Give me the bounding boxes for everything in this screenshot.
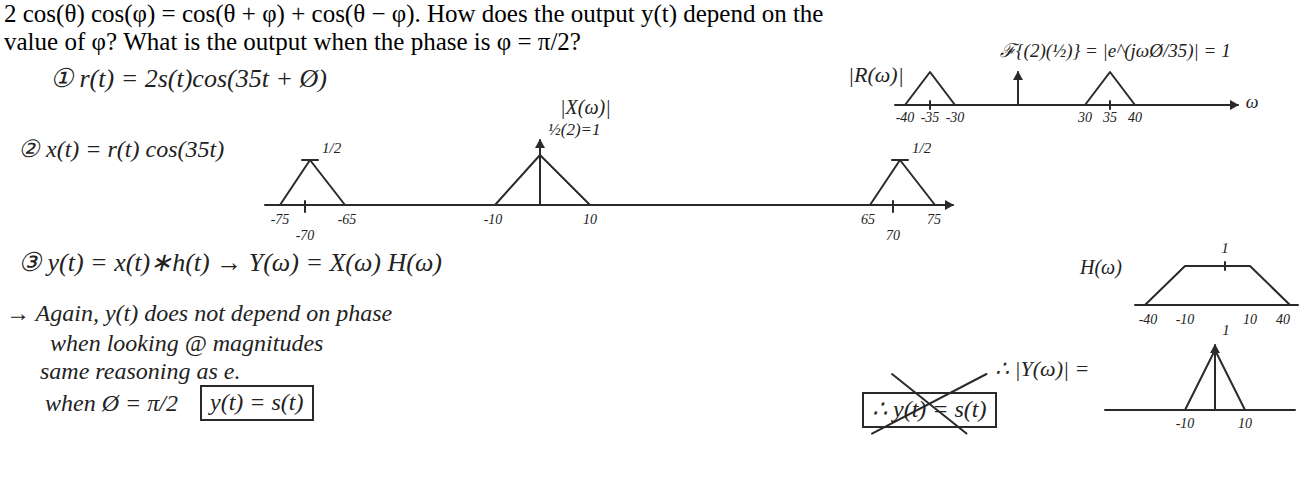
handwritten-note: 10: [1243, 312, 1257, 328]
tick-mark: [302, 159, 318, 161]
handwritten-note: -40: [1139, 312, 1158, 328]
handwritten-note: -65: [338, 212, 357, 228]
freq-axis: [1135, 304, 1298, 306]
impulse-arrow: [539, 140, 541, 205]
handwritten-note: -70: [296, 228, 315, 244]
handwritten-note: ∴ |Y(ω)| =: [995, 356, 1089, 381]
handwritten-note: -10: [1176, 416, 1195, 432]
answer-box: y(t) = s(t): [200, 385, 314, 421]
handwritten-note: -10: [484, 212, 503, 228]
freq-axis: [895, 104, 1238, 106]
spectrum-triangle: [495, 155, 590, 205]
handwritten-note: 10: [1238, 416, 1252, 432]
handwritten-note: when looking @ magnitudes: [50, 330, 323, 358]
spectrum-triangle: [280, 160, 345, 205]
handwritten-note: 70: [886, 228, 900, 244]
handwritten-note: -30: [946, 110, 965, 126]
tick-mark: [929, 101, 931, 109]
handwritten-note: 75: [927, 212, 941, 228]
tick-mark: [304, 201, 306, 212]
tick-mark: [892, 201, 894, 212]
cross-out-stroke: [872, 374, 987, 434]
freq-axis: [1105, 409, 1295, 411]
handwritten-note: ω: [1246, 92, 1259, 113]
handwritten-note: ② x(t) = r(t) cos(35t): [18, 136, 224, 164]
impulse-arrow: [1017, 72, 1019, 105]
handwritten-note: 1: [1221, 240, 1229, 257]
answer-box: ∴ y(t) = s(t): [862, 392, 997, 428]
handwritten-note: H(ω): [1080, 256, 1122, 279]
handwritten-note: 35: [1103, 110, 1117, 126]
handwritten-note: → Again, y(t) does not depend on phase: [6, 300, 392, 328]
handwritten-note: |X(ω)|: [560, 96, 611, 119]
handwritten-note: 40: [1128, 110, 1142, 126]
handwritten-note: -35: [921, 110, 940, 126]
handwritten-note: 1/2: [322, 140, 341, 157]
problem-text: 2 cos(θ) cos(φ) = cos(θ + φ) + cos(θ − φ…: [4, 0, 823, 29]
freq-axis: [265, 204, 953, 206]
handwritten-note: 30: [1078, 110, 1092, 126]
handwritten-note: ½(2)=1: [548, 120, 601, 140]
handwritten-note: ① r(t) = 2s(t)cos(35t + Ø): [50, 64, 327, 94]
tick-mark: [892, 159, 908, 161]
handwritten-note: 10: [583, 212, 597, 228]
problem-text: value of φ? What is the output when the …: [4, 28, 581, 57]
answer-text: ∴ y(t) = s(t): [872, 396, 987, 424]
handwritten-note: ℱ{(2)(½)} = |e^(jωØ/35)| = 1: [1000, 40, 1231, 62]
handwritten-note: |R(ω)|: [848, 62, 904, 87]
handwritten-note: 40: [1276, 312, 1290, 328]
impulse-arrow: [1214, 345, 1216, 410]
answer-text: y(t) = s(t): [210, 389, 304, 417]
handwritten-note: when Ø = π/2: [45, 390, 178, 418]
tick-mark: [1224, 262, 1226, 270]
handwritten-note: same reasoning as e.: [40, 358, 240, 386]
filter-response: [1145, 266, 1290, 305]
handwritten-note: ③ y(t) = x(t)∗h(t) → Y(ω) = X(ω) H(ω): [18, 248, 442, 278]
spectrum-triangle: [870, 160, 935, 205]
handwritten-note: -10: [1176, 312, 1195, 328]
handwritten-note: -40: [896, 110, 915, 126]
handwritten-note: 1: [1222, 322, 1230, 339]
handwritten-note: 1/2: [912, 140, 931, 157]
handwritten-note: 65: [861, 212, 875, 228]
handwritten-note: -75: [271, 212, 290, 228]
tick-mark: [1109, 101, 1111, 109]
